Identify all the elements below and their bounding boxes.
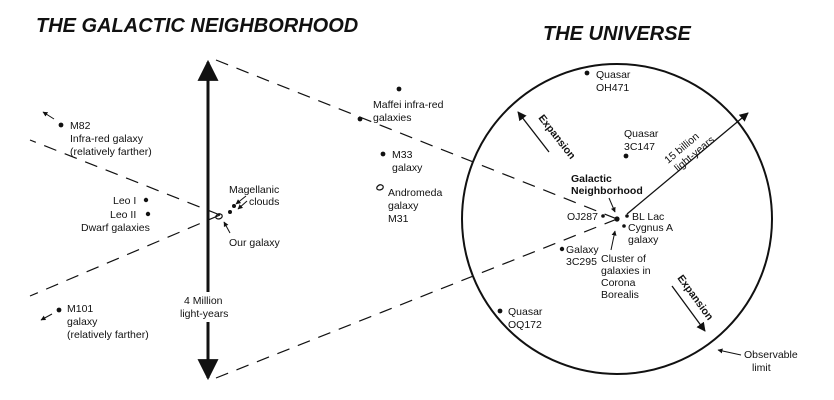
m82-dot [58,122,64,128]
expansion-arrow-lower [671,285,706,332]
observable-limit-label-line2: limit [752,362,771,374]
scale-label-line1: 4 Million [184,295,223,307]
m82-label-note: (relatively farther) [70,146,152,158]
cygnus-a-label-line2: galaxy [628,234,659,246]
cygnus-a-label-line1: Cygnus A [628,222,673,234]
corona-cluster-arrow [610,230,617,251]
expansion-label-upper: Expansion [536,112,578,161]
m101-motion-arrow [40,313,53,321]
quasar-3c147-dot [623,153,629,159]
magellanic-label-line2: clouds [249,196,279,208]
inner-cone-upper-line [29,139,221,216]
m33-label-name: M33 [392,149,413,161]
m101-label-note: (relatively farther) [67,329,149,341]
outer-cone-lower-line [215,218,618,379]
oj287-dot [601,214,605,218]
m82-motion-arrow [42,111,55,120]
galaxy-3c295-label-line2: 3C295 [566,256,597,268]
our-galaxy-spiral-icon [215,213,223,220]
our-galaxy-arrow [223,221,231,234]
maffei-label-line1: Maffei infra-red [373,99,444,111]
radius-arrow [626,112,749,215]
m101-dot [56,307,62,313]
magellanic-cloud-dot-1 [232,204,236,208]
galactic-neighborhood-label-line1: Galactic [571,173,612,185]
expansion-arrow-upper [517,111,550,153]
magellanic-arrow-a [235,195,247,205]
corona-cluster-label-line1: Cluster of [601,253,646,265]
maffei-dot-1 [396,86,402,92]
galactic-neighborhood-dot [614,216,620,222]
galaxy-3c295-label-line1: Galaxy [566,244,599,256]
observable-limit-arrow [717,348,742,356]
maffei-dot-2 [357,116,363,122]
quasar-oh471-dot [584,70,590,76]
title-galactic-neighborhood: THE GALACTIC NEIGHBORHOOD [36,15,358,37]
magellanic-label-line1: Magellanic [229,184,279,196]
quasar-oq172-label-line2: OQ172 [508,319,542,331]
andromeda-label-line3: M31 [388,213,409,225]
leo1-label: Leo I [113,195,136,207]
corona-cluster-label-line3: Corona [601,277,636,289]
title-universe: THE UNIVERSE [543,23,691,45]
magellanic-arrow-b [237,200,248,210]
m82-label-type: Infra-red galaxy [70,133,144,145]
cygnus-a-dot [622,224,626,228]
quasar-3c147-label-line2: 3C147 [624,141,655,153]
scale-label-backdrop [175,292,245,322]
magellanic-cloud-dot-2 [228,210,232,214]
scale-label-line2: light-years [180,308,228,320]
m101-label-name: M101 [67,303,93,315]
bl-lac-label: BL Lac [632,211,664,223]
quasar-oh471-label-line2: OH471 [596,82,629,94]
our-galaxy-label: Our galaxy [229,237,281,249]
outer-cone-upper-line [215,59,618,220]
galactic-neighborhood-label-line2: Neighborhood [571,185,643,197]
galaxy-3c295-dot [559,246,565,252]
leo2-label: Leo II [110,209,136,221]
corona-cluster-label-line4: Borealis [601,289,639,301]
andromeda-label-line2: galaxy [388,200,419,212]
quasar-3c147-label-line1: Quasar [624,128,659,140]
leo2-dot [145,211,151,217]
andromeda-spiral-icon [376,184,384,191]
m82-label-name: M82 [70,120,91,132]
m33-dot [380,151,386,157]
galactic-neighborhood-arrow [608,197,616,213]
bl-lac-dot [625,214,629,218]
leo1-dot [143,197,149,203]
observable-universe-circle [461,63,773,375]
quasar-oh471-label-line1: Quasar [596,69,631,81]
oj287-label: OJ287 [567,211,598,223]
dwarf-galaxies-label: Dwarf galaxies [81,222,150,234]
maffei-label-line2: galaxies [373,112,412,124]
observable-limit-label-line1: Observable [744,349,798,361]
inner-cone-lower-line [29,214,221,297]
corona-cluster-label-line2: galaxies in [601,265,651,277]
quasar-oq172-label-line1: Quasar [508,306,543,318]
andromeda-label-line1: Andromeda [388,187,442,199]
quasar-oq172-dot [497,308,503,314]
m33-label-type: galaxy [392,162,423,174]
m101-label-type: galaxy [67,316,98,328]
